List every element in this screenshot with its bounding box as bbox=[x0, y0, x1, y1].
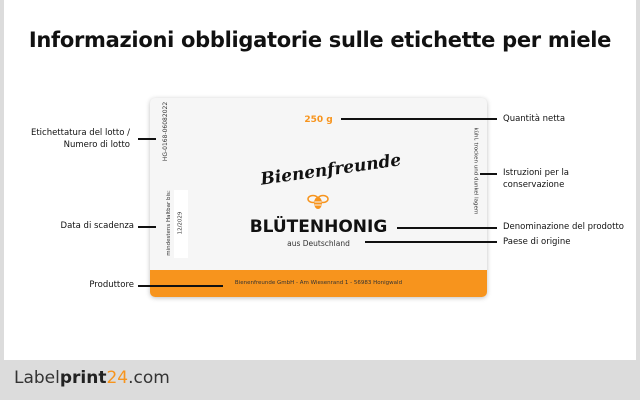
leader-line bbox=[397, 227, 497, 229]
callout-expiry: Data di scadenza bbox=[60, 221, 134, 231]
best-before-box bbox=[174, 190, 188, 258]
callout-storage-line1: Istruzioni per la bbox=[503, 168, 570, 178]
product-name: BLÜTENHONIG bbox=[249, 217, 388, 237]
callout-lot: Etichettatura del lotto / Numero di lott… bbox=[31, 127, 130, 151]
callout-name: Denominazione del prodotto bbox=[503, 222, 624, 232]
leader-line bbox=[138, 138, 156, 140]
logo-part: Label bbox=[14, 368, 60, 388]
logo-part: 24 bbox=[106, 368, 129, 388]
callout-producer: Produttore bbox=[89, 280, 134, 290]
callout-quantity: Quantità netta bbox=[503, 114, 566, 124]
callout-lot-line2: Numero di lotto bbox=[63, 140, 130, 150]
honey-label: 250 g HG-0168-06082022 mindestens Haltba… bbox=[150, 98, 487, 297]
leader-line bbox=[480, 173, 497, 175]
labelprint24-logo: Labelprint24.com bbox=[14, 368, 170, 388]
lot-number: HG-0168-06082022 bbox=[162, 101, 170, 162]
logo-part: .com bbox=[128, 368, 170, 388]
producer-band: Bienenfreunde GmbH - Am Wiesenrand 1 - 5… bbox=[150, 270, 487, 297]
net-weight: 250 g bbox=[304, 115, 333, 125]
callout-storage: Istruzioni per la conservazione bbox=[503, 167, 569, 191]
leader-line bbox=[341, 118, 497, 120]
storage-text: kühl, trocken und dunkel lagern bbox=[472, 127, 479, 215]
leader-line bbox=[365, 241, 497, 243]
logo-part: print bbox=[59, 368, 107, 388]
brand-logo: Bienenfreunde bbox=[259, 150, 403, 190]
bee-icon bbox=[307, 194, 329, 209]
callout-lot-line1: Etichettatura del lotto / bbox=[30, 128, 130, 138]
callout-origin: Paese di origine bbox=[503, 237, 571, 247]
leader-line bbox=[138, 226, 156, 228]
leader-line bbox=[138, 285, 223, 287]
callout-storage-line2: conservazione bbox=[503, 180, 565, 190]
origin-text: aus Deutschland bbox=[287, 239, 350, 248]
page-title: Informazioni obbligatorie sulle etichett… bbox=[28, 28, 612, 52]
